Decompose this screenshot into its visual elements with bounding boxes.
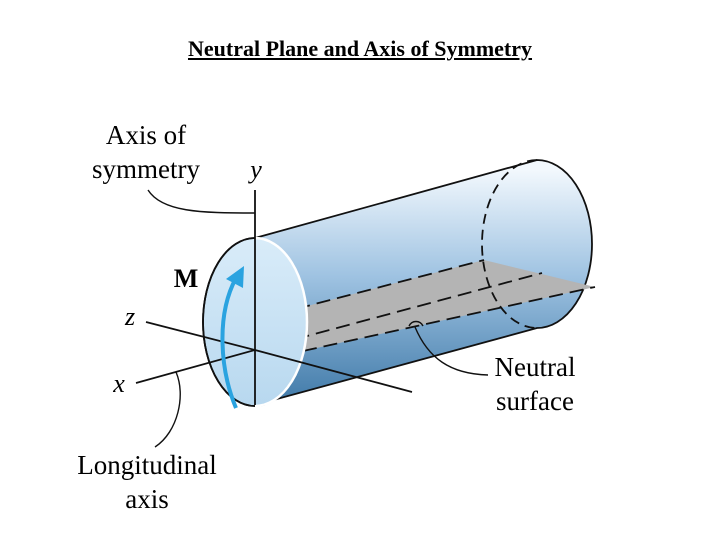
moment-label: M	[174, 264, 199, 293]
neutral-surface-plane	[215, 260, 595, 351]
neutral-surface-leader	[414, 326, 489, 376]
longitudinal-axis-label-line1: Longitudinal	[77, 450, 216, 480]
axis-of-symmetry-leader	[147, 189, 256, 214]
axis-of-symmetry-label-line2: symmetry	[92, 154, 200, 184]
longitudinal-axis-label-line2: axis	[125, 484, 169, 514]
axis-of-symmetry-label-line1: Axis of	[106, 120, 186, 150]
neutral-plane-edge-front	[302, 286, 596, 352]
z-axis-label: z	[124, 302, 135, 331]
x-axis-line	[135, 349, 256, 384]
longitudinal-axis-leader	[154, 371, 181, 448]
neutral-surface-leader-hook	[408, 320, 424, 327]
y-axis-label: y	[247, 155, 262, 184]
neutral-surface-label-line1: Neutral	[495, 352, 576, 382]
x-axis-label: x	[112, 369, 125, 398]
moment-arrowhead-icon	[226, 266, 244, 288]
neutral-surface-label-line2: surface	[496, 386, 574, 416]
moment-arrow	[220, 277, 238, 409]
far-end-hidden-edge	[481, 159, 538, 329]
end-face-highlight-edge	[254, 236, 309, 408]
longitudinal-axis-front	[254, 349, 413, 393]
page-title: Neutral Plane and Axis of Symmetry	[187, 36, 533, 61]
z-axis-line	[145, 321, 256, 351]
